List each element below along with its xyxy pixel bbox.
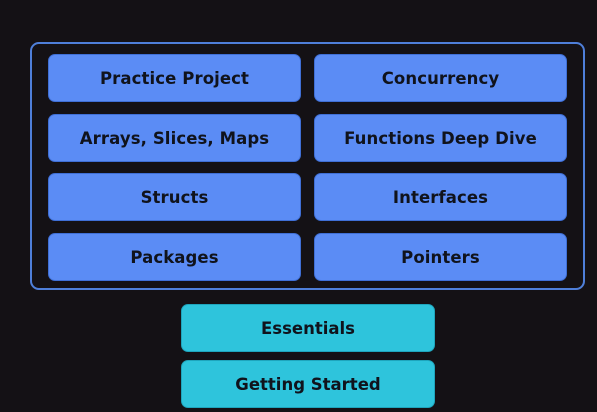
topic-structs[interactable]: Structs: [48, 173, 301, 221]
topic-essentials[interactable]: Essentials: [181, 304, 435, 352]
topic-label: Functions Deep Dive: [344, 128, 537, 148]
topic-label: Structs: [140, 187, 209, 207]
topic-label: Pointers: [401, 247, 480, 267]
topic-label: Getting Started: [235, 374, 381, 394]
topic-concurrency[interactable]: Concurrency: [314, 54, 567, 102]
topic-pointers[interactable]: Pointers: [314, 233, 567, 281]
topic-label: Arrays, Slices, Maps: [79, 128, 270, 148]
topic-label: Packages: [130, 247, 219, 267]
topic-getting-started[interactable]: Getting Started: [181, 360, 435, 408]
topic-arrays-slices-maps[interactable]: Arrays, Slices, Maps: [48, 114, 301, 162]
topic-label: Essentials: [260, 318, 355, 338]
topic-practice-project[interactable]: Practice Project: [48, 54, 301, 102]
topic-packages[interactable]: Packages: [48, 233, 301, 281]
topic-label: Interfaces: [392, 187, 489, 207]
topic-interfaces[interactable]: Interfaces: [314, 173, 567, 221]
topic-label: Concurrency: [381, 68, 500, 88]
topic-label: Practice Project: [99, 68, 250, 88]
topic-functions-deep-dive[interactable]: Functions Deep Dive: [314, 114, 567, 162]
